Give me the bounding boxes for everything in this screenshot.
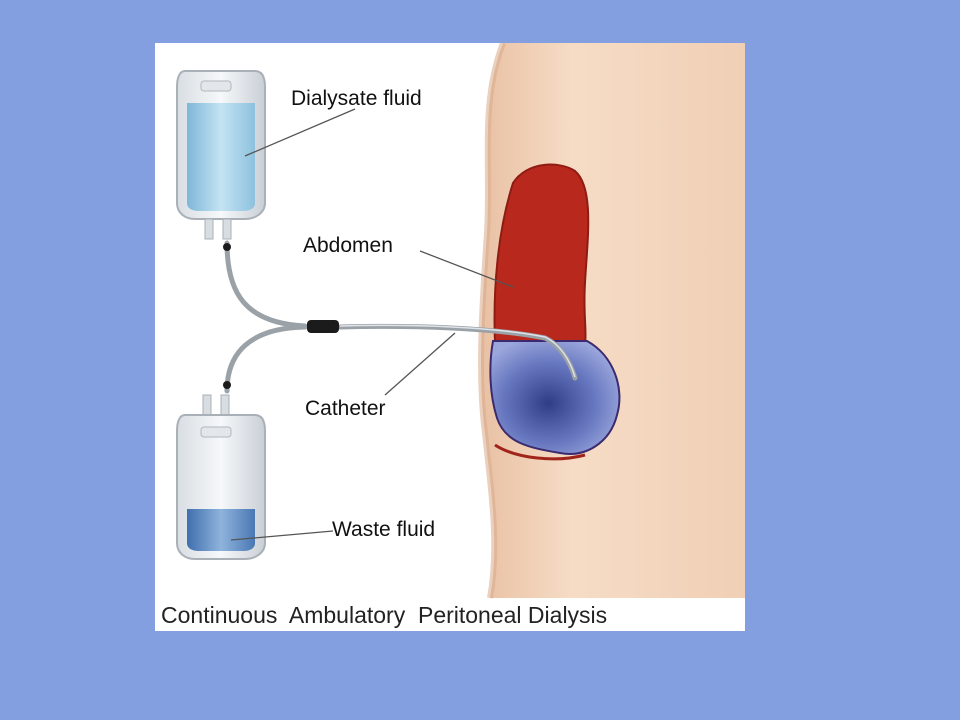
tube-connector	[307, 320, 339, 333]
label-abdomen: Abdomen	[303, 234, 393, 257]
abdomen-lower-outline	[494, 443, 586, 461]
diagram-panel: Dialysate fluid Abdomen Catheter Waste f…	[155, 43, 745, 631]
label-catheter: Catheter	[305, 397, 386, 420]
label-waste-fluid: Waste fluid	[332, 518, 435, 541]
tube-clamp-bottom	[223, 381, 231, 389]
leader-lines	[230, 108, 514, 541]
abdomen-shape	[493, 163, 590, 344]
waste-bag	[176, 394, 266, 560]
tubing-highlight	[339, 324, 576, 378]
tube-clamp-top	[223, 243, 231, 251]
peritoneal-fluid-shape	[489, 340, 621, 455]
dialysate-bag	[176, 70, 266, 240]
tubing	[224, 240, 578, 394]
capd-illustration: Dialysate fluid Abdomen Catheter Waste f…	[161, 43, 745, 628]
label-dialysate-fluid: Dialysate fluid	[291, 87, 422, 110]
torso-edge-shadow	[478, 43, 506, 599]
caption: Continuous Ambulatory Peritoneal Dialysi…	[161, 602, 607, 628]
